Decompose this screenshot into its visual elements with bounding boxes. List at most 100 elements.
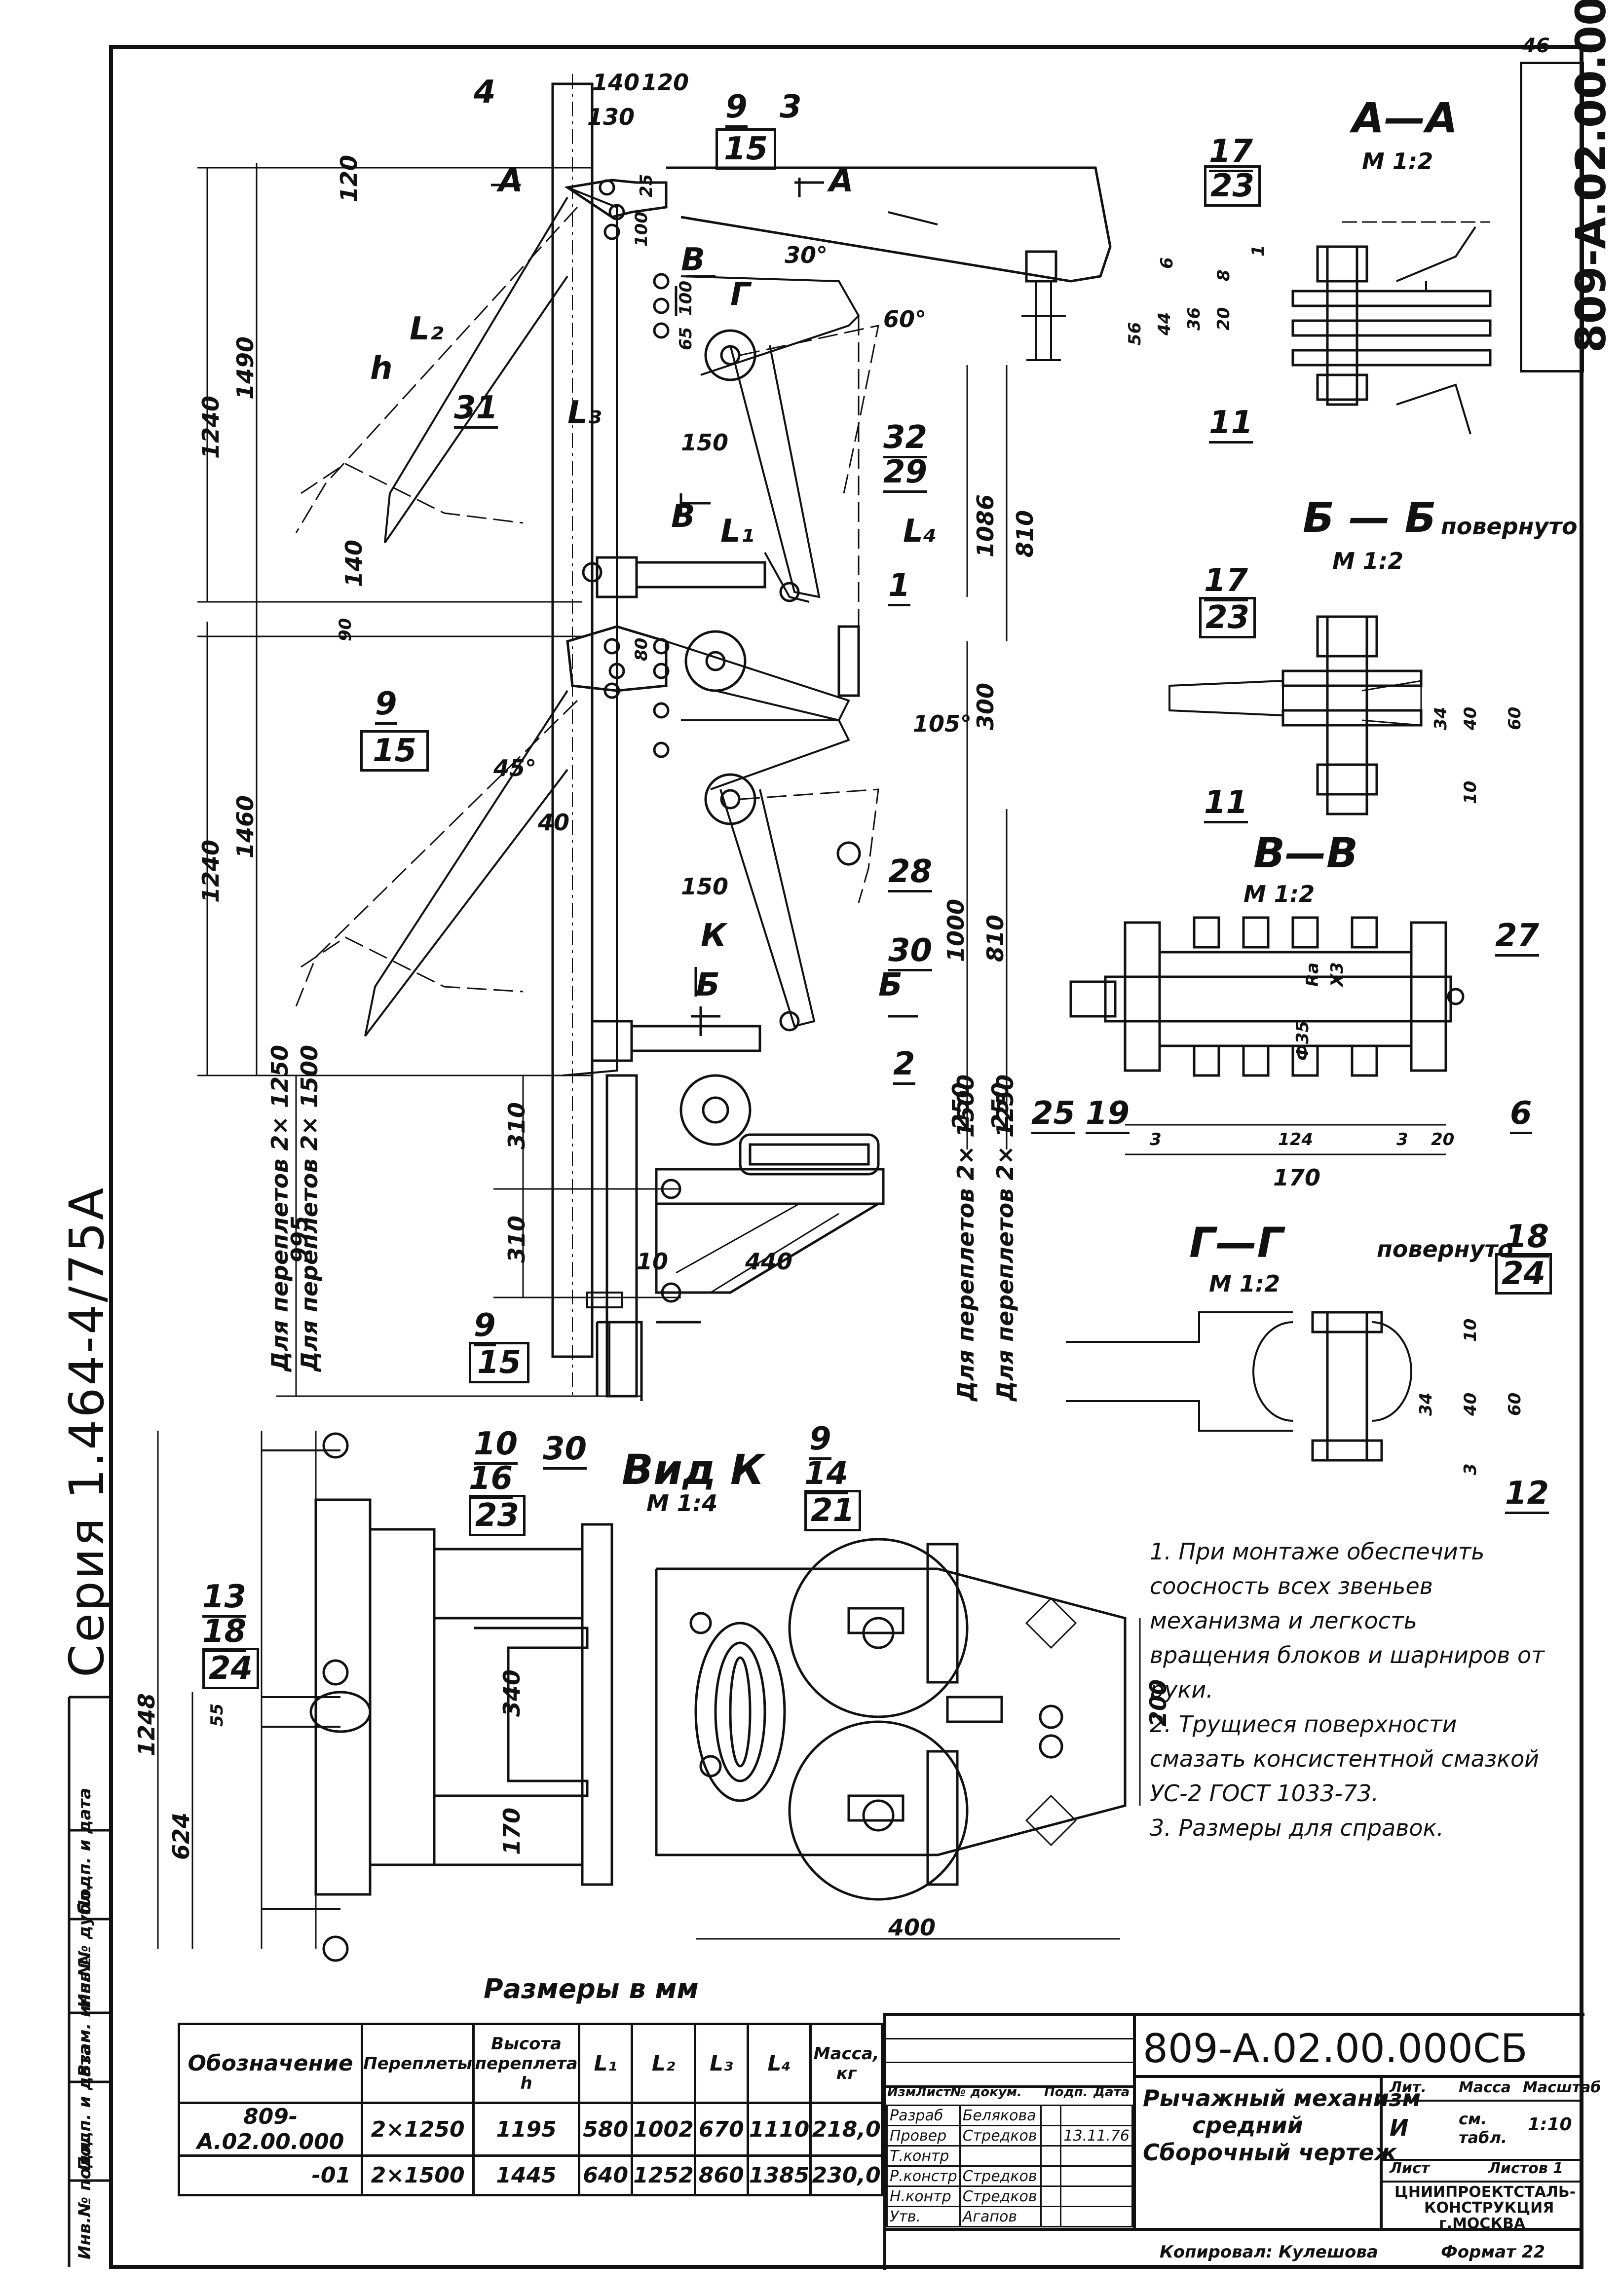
vv-dim-170: 170 bbox=[1273, 1164, 1321, 1191]
section-aa bbox=[1291, 221, 1492, 435]
label-k: К bbox=[701, 918, 727, 954]
sheet-frame bbox=[109, 45, 1583, 2269]
label-l1: L₁ bbox=[720, 513, 754, 550]
gg-callout-18: 18 bbox=[1505, 1219, 1549, 1258]
tb-role: Т.контр bbox=[886, 2145, 961, 2167]
section-vv-title: В—В bbox=[1253, 829, 1358, 877]
callout-30: 30 bbox=[888, 932, 933, 971]
dims-cell: 1110 bbox=[746, 2102, 812, 2157]
aa-dim-36: 36 bbox=[1184, 307, 1204, 331]
label-h: h bbox=[370, 350, 393, 387]
aa-callout-11: 11 bbox=[1209, 405, 1253, 444]
bb-dim-10: 10 bbox=[1461, 780, 1480, 804]
dim-80: 80 bbox=[632, 637, 651, 661]
left-strip-podp-data-2: Подп. и дата bbox=[75, 1787, 95, 1914]
k-dim-340: 340 bbox=[498, 1669, 525, 1717]
dim-150-upper: 150 bbox=[681, 429, 729, 456]
bb-callout-23: 23 bbox=[1199, 597, 1256, 638]
tb-role: Провер bbox=[886, 2125, 961, 2147]
k-callout-24: 24 bbox=[202, 1648, 260, 1689]
callout-28: 28 bbox=[888, 853, 933, 892]
view-k-title: Вид К bbox=[622, 1445, 764, 1494]
aa-dim-6: 6 bbox=[1157, 257, 1177, 269]
tb-role: Утв. bbox=[886, 2206, 961, 2227]
dim-1240-upper: 1240 bbox=[197, 395, 224, 459]
tb-date: 13.11.76 bbox=[1060, 2125, 1133, 2147]
dim-130: 130 bbox=[587, 104, 635, 130]
section-vv-scale: М 1:2 bbox=[1243, 881, 1315, 907]
vv-dim-124: 124 bbox=[1278, 1130, 1313, 1149]
tb-name: Стредков bbox=[959, 2185, 1042, 2207]
dim-45deg: 45° bbox=[493, 755, 537, 781]
section-gg-scale: М 1:2 bbox=[1209, 1270, 1281, 1297]
frame-label-4: Для переплетов 2× 1250 bbox=[992, 1074, 1018, 1401]
k-dim-170: 170 bbox=[498, 1807, 525, 1855]
bb-callout-11: 11 bbox=[1204, 784, 1248, 823]
dim-1000: 1000 bbox=[942, 898, 969, 962]
dims-header-frames: Переплеты bbox=[361, 2023, 475, 2104]
dim-150-lower: 150 bbox=[681, 873, 729, 900]
dim-65: 65 bbox=[676, 327, 696, 350]
bb-dim-40: 40 bbox=[1461, 706, 1480, 730]
callout-9-bottom: 9 bbox=[474, 1307, 496, 1346]
dims-header-designation: Обозначение bbox=[177, 2023, 364, 2104]
k-callout-21: 21 bbox=[804, 1490, 862, 1531]
aa-callout-23: 23 bbox=[1204, 165, 1261, 207]
main-view bbox=[197, 74, 1112, 1401]
tb-role: Разраб bbox=[886, 2105, 961, 2126]
dims-row: 809-А.02.00.000 2×1250 1195 580 1002 670… bbox=[177, 2102, 883, 2157]
callout-4: 4 bbox=[474, 74, 496, 111]
callout-31: 31 bbox=[454, 390, 498, 429]
dims-cell: 230,0 bbox=[809, 2154, 883, 2196]
tb-mass-value: см. табл. bbox=[1459, 2110, 1507, 2147]
tb-name: Агапов bbox=[959, 2206, 1042, 2227]
k-callout-18: 18 bbox=[202, 1613, 247, 1652]
gg-dim-40: 40 bbox=[1461, 1392, 1480, 1416]
gg-callout-12: 12 bbox=[1505, 1475, 1549, 1514]
dim-810-upper: 810 bbox=[1012, 510, 1038, 557]
tb-org-1: ЦНИИПРОЕКТСТАЛЬ- bbox=[1394, 2184, 1576, 2201]
k-callout-14: 14 bbox=[804, 1455, 849, 1494]
label-a-left: A bbox=[498, 163, 523, 199]
k-dim-1248: 1248 bbox=[133, 1693, 160, 1756]
bb-callout-17: 17 bbox=[1204, 562, 1248, 601]
gg-callout-24: 24 bbox=[1495, 1253, 1552, 1295]
dims-cell: 2×1250 bbox=[361, 2102, 475, 2157]
aa-dim-44: 44 bbox=[1155, 312, 1174, 335]
format-label: Формат 22 bbox=[1441, 2242, 1545, 2262]
section-bb-title: Б — Б bbox=[1303, 493, 1436, 542]
dim-25: 25 bbox=[637, 174, 656, 197]
gg-dim-34: 34 bbox=[1416, 1392, 1436, 1416]
callout-15-bottom: 15 bbox=[469, 1342, 530, 1383]
vv-dim-ra: Ra bbox=[1303, 962, 1322, 987]
dims-cell: 809-А.02.00.000 bbox=[177, 2102, 364, 2157]
dim-1086: 1086 bbox=[972, 494, 999, 557]
label-l4: L₄ bbox=[903, 513, 937, 550]
k-callout-30: 30 bbox=[543, 1431, 587, 1470]
section-aa-scale: М 1:2 bbox=[1362, 148, 1433, 175]
callout-15-mid: 15 bbox=[360, 730, 429, 772]
vv-callout-25: 25 bbox=[1031, 1095, 1076, 1134]
k-dim-55: 55 bbox=[207, 1703, 227, 1727]
tb-name: Стредков bbox=[959, 2165, 1042, 2187]
section-bb bbox=[1168, 615, 1423, 815]
dims-header-mass: Масса, кг bbox=[809, 2023, 883, 2104]
aa-callout-17: 17 bbox=[1209, 133, 1253, 172]
dims-cell: 860 bbox=[693, 2154, 749, 2196]
label-l3: L₃ bbox=[567, 395, 602, 431]
dims-cell: 640 bbox=[578, 2154, 634, 2196]
label-v-lower: В bbox=[671, 498, 695, 535]
tb-scale-label: Масштаб bbox=[1523, 2079, 1601, 2096]
tb-scale-value: 1:10 bbox=[1528, 2114, 1572, 2135]
tb-name-line3: Сборочный чертеж bbox=[1143, 2139, 1397, 2166]
dim-810-lower: 810 bbox=[982, 914, 1009, 962]
label-a-right: A bbox=[829, 163, 854, 199]
dims-header-height: Высота переплета h bbox=[472, 2023, 581, 2104]
label-v-upper: В bbox=[681, 242, 705, 278]
section-bb-scale: М 1:2 bbox=[1332, 548, 1404, 574]
dims-cell: 1195 bbox=[472, 2102, 581, 2157]
vv-callout-19: 19 bbox=[1086, 1095, 1130, 1134]
dims-cell: 1385 bbox=[746, 2154, 812, 2196]
